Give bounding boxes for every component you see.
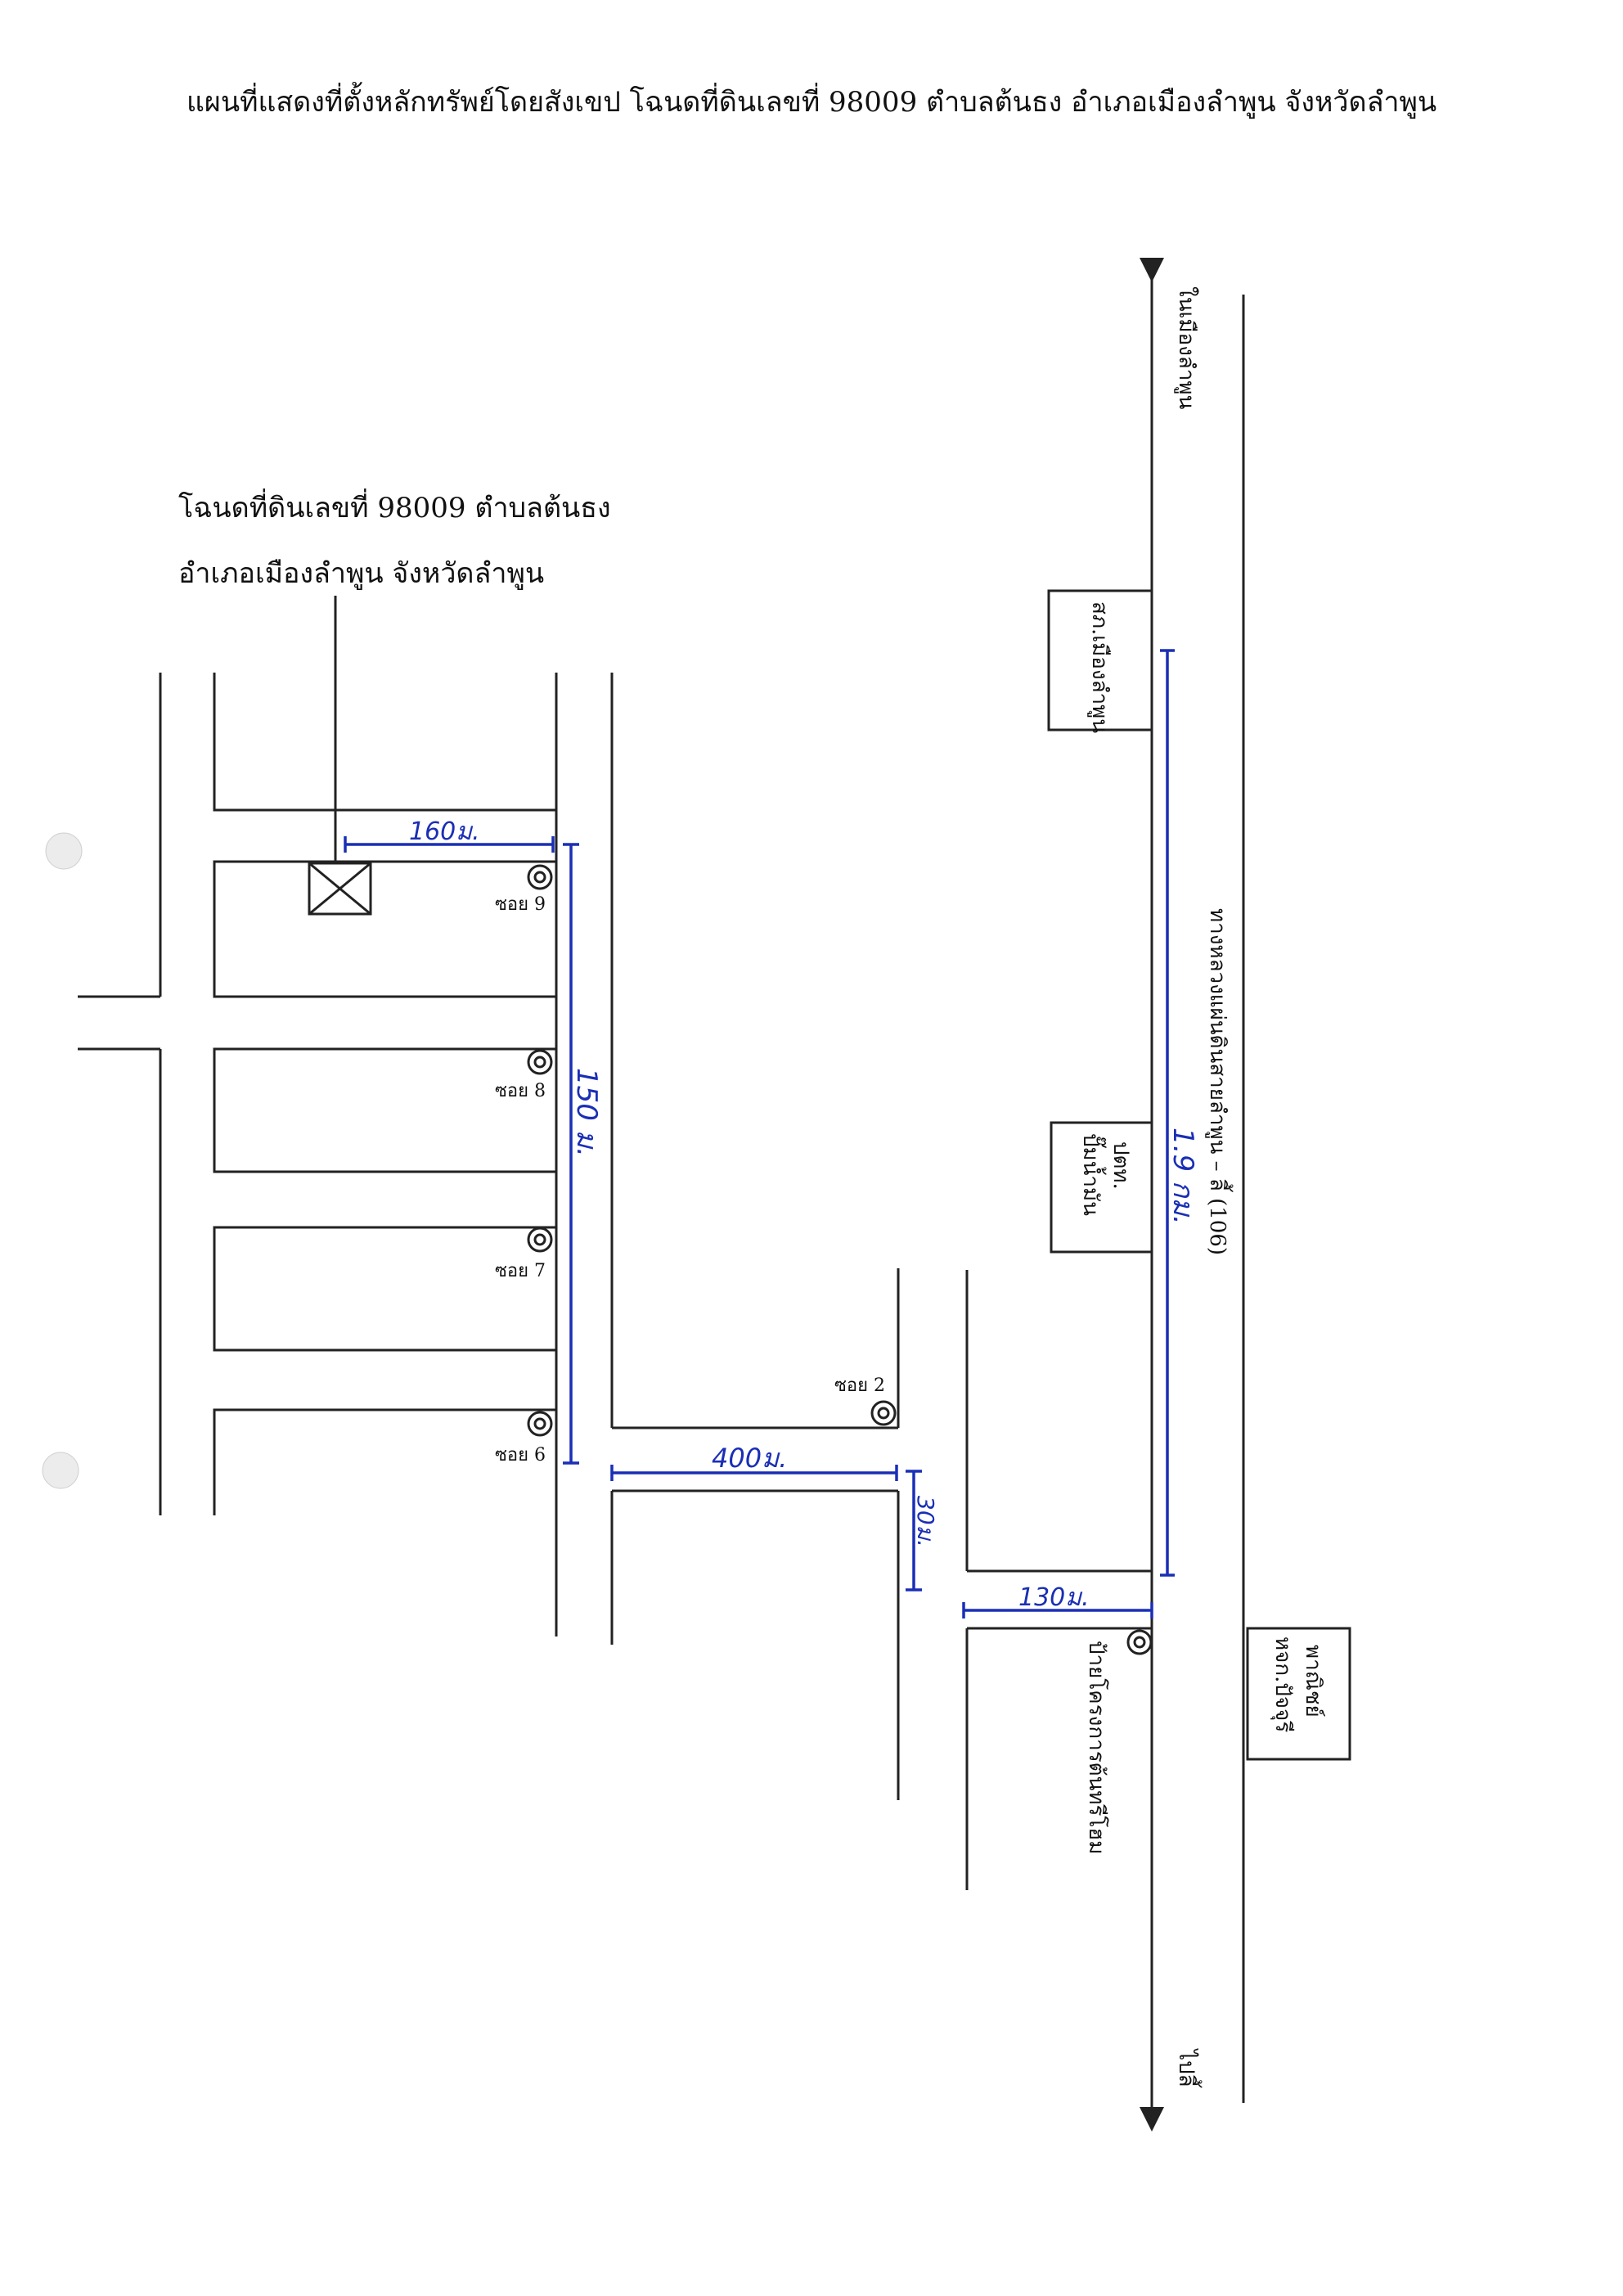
soi2-marker-inner bbox=[877, 1407, 890, 1420]
soi6-label: ซอย 6 bbox=[495, 1445, 546, 1465]
project-sign-marker-inner bbox=[1133, 1636, 1146, 1649]
soi7-marker-outer bbox=[527, 1227, 553, 1253]
project-sign-marker-outer bbox=[1126, 1629, 1153, 1655]
dim-30m-label: 30ม. bbox=[912, 1496, 939, 1547]
property-marker-cross-2 bbox=[308, 862, 371, 916]
block-soi7 bbox=[213, 1226, 558, 1352]
soi8-marker-outer bbox=[527, 1049, 553, 1075]
police-station-label: สภ.เมืองลำพูน bbox=[1087, 601, 1112, 733]
dim-130m-label: 130ม. bbox=[1018, 1583, 1090, 1612]
soi8-label: ซอย 8 bbox=[495, 1081, 546, 1101]
soi2-marker-outer bbox=[870, 1400, 897, 1426]
soi9-marker-outer bbox=[527, 864, 553, 890]
dim-400m-label: 400ม. bbox=[712, 1443, 787, 1474]
dim-160m-label: 160ม. bbox=[409, 817, 480, 846]
block-soi9 bbox=[213, 860, 558, 998]
soi9-marker-inner bbox=[533, 871, 546, 884]
label-to-south: ไปลี้ bbox=[1174, 2048, 1203, 2088]
page-title: แผนที่แสดงที่ตั้งหลักทรัพย์โดยสังเขป โฉน… bbox=[187, 82, 1436, 119]
shop-box bbox=[1246, 1627, 1351, 1761]
shop-label-1: หจก.ปัจจุรี bbox=[1270, 1636, 1295, 1732]
gas-station-box bbox=[1050, 1121, 1153, 1254]
soi6-marker-outer bbox=[527, 1411, 553, 1437]
dim-150m-label: 150 ม. bbox=[570, 1068, 603, 1157]
block-soi6 bbox=[213, 1408, 556, 1515]
binding-hole-bottom bbox=[42, 1452, 79, 1489]
binding-hole-top bbox=[45, 832, 83, 870]
soi7-label: ซอย 7 bbox=[495, 1261, 546, 1281]
shop-label-2: พาณิชย์ bbox=[1301, 1645, 1325, 1717]
dim-1-9km-label: 1.9 กม. bbox=[1167, 1128, 1199, 1225]
project-sign-label: ป้ายโครงการต้นทรีโฮม bbox=[1084, 1641, 1109, 1854]
block-top-fragment bbox=[213, 673, 556, 812]
soi2-label: ซอย 2 bbox=[834, 1375, 885, 1396]
soi7-marker-inner bbox=[533, 1233, 546, 1246]
gas-station-label-2: ปตท. bbox=[1108, 1141, 1133, 1190]
property-label-line1: โฉนดที่ดินเลขที่ 98009 ตำบลต้นธง bbox=[178, 488, 611, 524]
police-station-box bbox=[1047, 589, 1153, 732]
gas-station-label-1: ปั๊มน้ำมัน bbox=[1078, 1133, 1107, 1216]
block-soi8 bbox=[213, 1047, 558, 1173]
label-to-north: ในเมืองลำพูน bbox=[1174, 286, 1198, 409]
soi8-marker-inner bbox=[533, 1056, 546, 1069]
property-label-line2: อำเภอเมืองลำพูน จังหวัดลำพูน bbox=[178, 557, 544, 590]
soi9-label: ซอย 9 bbox=[495, 894, 546, 915]
soi6-marker-inner bbox=[533, 1417, 546, 1430]
label-highway: ทางหลวงแผ่นดินสายลำพูน – ลี้ (106) bbox=[1205, 908, 1234, 1255]
